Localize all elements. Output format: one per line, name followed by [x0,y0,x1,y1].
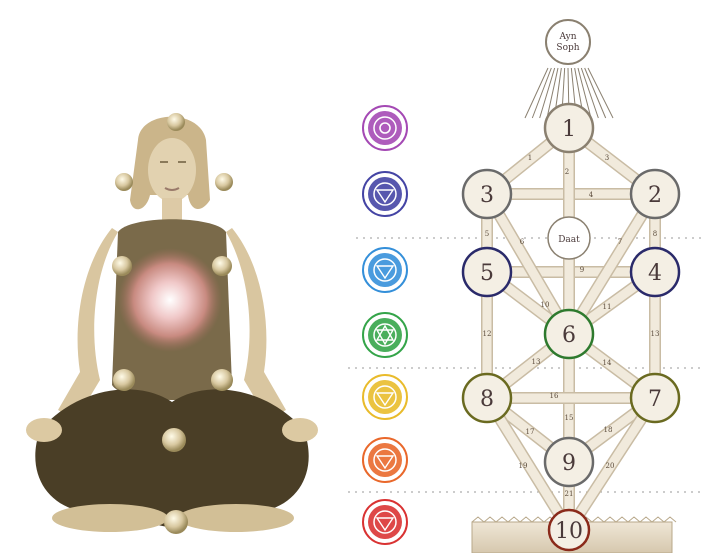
path-number-label: 4 [589,191,594,199]
ray-line [588,68,613,118]
sephira-1[interactable]: 1 [545,104,593,152]
path-number-label: 2 [565,168,569,176]
sephira-label: 8 [480,387,494,412]
solar-plexus-chakra-icon [363,375,407,419]
path-number-label: 7 [618,238,622,246]
chakra-column [363,106,407,544]
path-number-label: 21 [565,490,574,498]
ray-line [525,68,548,118]
path-number-label: 5 [485,230,489,238]
sephira-label: 7 [648,387,662,412]
path-number-label: 15 [565,414,574,422]
path-number-label: 10 [541,301,550,309]
sephira-label: 2 [648,183,662,208]
sephira-10[interactable]: 10 [549,510,589,550]
sephira-label: 3 [480,183,494,208]
ayn-soph-circle [546,20,590,64]
sephira-label: 6 [562,323,576,348]
sephira-3[interactable]: 3 [463,170,511,218]
sephira-5[interactable]: 5 [463,248,511,296]
daat-label: Daat [558,235,580,245]
path-number-label: 14 [603,359,612,367]
sephira-7[interactable]: 7 [631,374,679,422]
ray-line [585,68,606,118]
sephira-6[interactable]: 6 [545,310,593,358]
crown-chakra-icon [363,106,407,150]
path-number-label: 9 [580,266,584,274]
sephira-4[interactable]: 4 [631,248,679,296]
heart-chakra-icon [363,313,407,357]
sephira-label: 10 [555,519,583,544]
path-number-label: 18 [604,426,613,434]
root-chakra-icon [363,500,407,544]
sephira-label: 9 [562,451,576,476]
throat-chakra-icon [363,248,407,292]
path-number-label: 8 [653,230,657,238]
path-number-label: 13 [651,330,660,338]
ayn-soph-label-2: Soph [556,43,579,53]
path-number-label: 19 [519,462,528,470]
path-number-label: 16 [550,392,559,400]
ayn-soph-label-1: Ayn [558,32,576,42]
sephira-label: 4 [648,261,662,286]
path-number-label: 6 [520,238,525,246]
path-number-label: 3 [605,154,609,162]
path-number-label: 12 [483,330,492,338]
path-number-label: 20 [606,462,615,470]
path-number-label: 17 [526,428,535,436]
sacral-chakra-icon [363,438,407,482]
path-number-label: 1 [528,154,532,162]
path-number-label: 13 [532,358,541,366]
sephira-2[interactable]: 2 [631,170,679,218]
path-number-label: 11 [603,303,612,311]
sephira-label: 1 [562,117,576,142]
sephira-label: 5 [480,261,494,286]
meditating-figure-image [26,113,318,534]
sephira-9[interactable]: 9 [545,438,593,486]
third-eye-chakra-icon [363,172,407,216]
sephira-8[interactable]: 8 [463,374,511,422]
